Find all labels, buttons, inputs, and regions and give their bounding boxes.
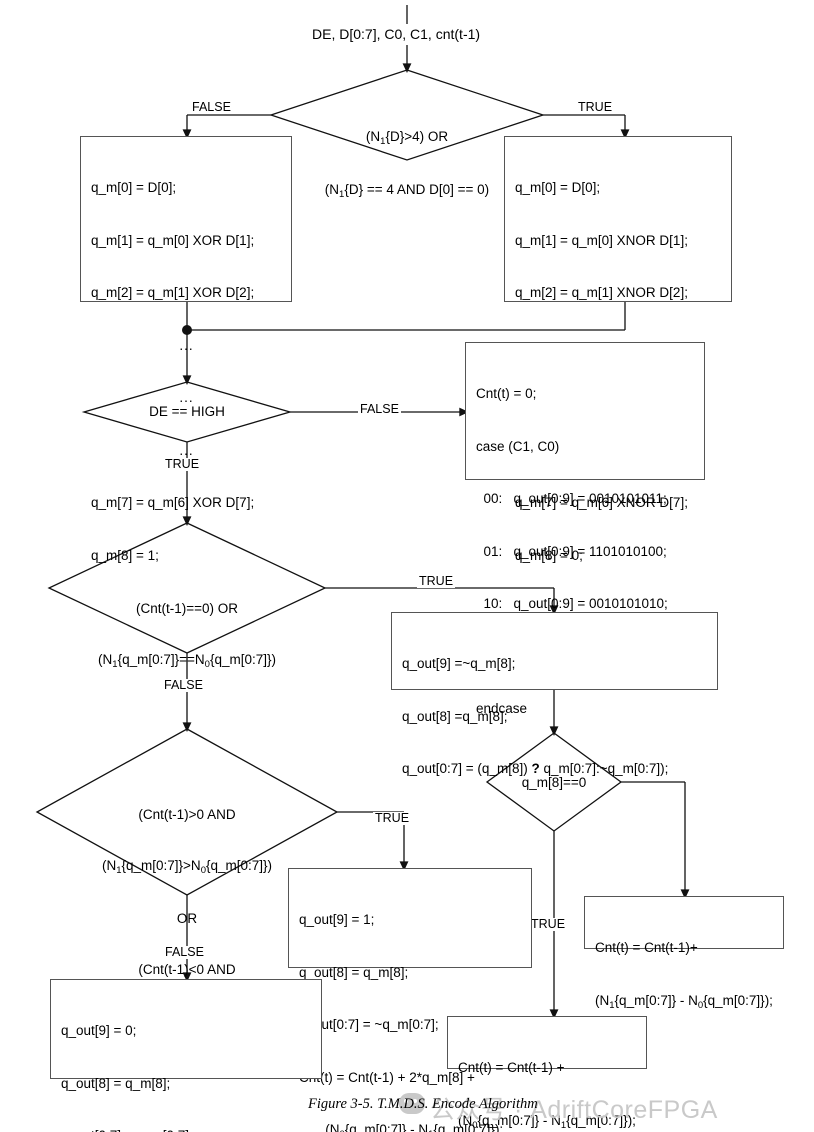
edge-label-d1-true: TRUE	[576, 100, 615, 114]
proc-line: q_out[0:7] = q_m[0:7];	[61, 1127, 312, 1132]
process-invert-out: q_out[9] = 1; q_out[8] = q_m[8]; q_out[0…	[288, 868, 532, 1132]
proc-line: q_out[9] =~q_m[8];	[402, 656, 516, 671]
proc-line: Cnt(t) = Cnt(t-1)+	[595, 940, 698, 955]
proc-line: endcase	[476, 701, 528, 716]
figure-caption: Figure 3-5. T.M.D.S. Encode Algorithm	[308, 1096, 538, 1112]
wechat-badge-icon	[399, 1093, 425, 1114]
proc-line: q_m[8] = 0;	[515, 547, 583, 563]
decision-xor-select-label: (N1{D}>4) OR (N1{D} == 4 AND D[0] == 0)	[287, 94, 527, 234]
decision-xor-select-line2: (N1{D} == 4 AND D[0] == 0)	[324, 182, 490, 200]
decision-cnt-sign-line3: OR	[176, 911, 198, 926]
input-signals-label: DE, D[0:7], C0, C1, cnt(t-1)	[312, 26, 481, 42]
watermark-text: 公众号 · AdriftCoreFPGA	[430, 1096, 718, 1124]
decision-cnt-sign-line1: (Cnt(t-1)>0 AND	[138, 807, 236, 822]
decision-cnt-zero-line1: (Cnt(t-1)==0) OR	[135, 601, 239, 616]
process-noninvert-out: q_out[9] = 0; q_out[8] = q_m[8]; q_out[0…	[50, 979, 322, 1132]
process-xnor-block: q_m[0] = D[0]; q_m[1] = q_m[0] XNOR D[1]…	[504, 136, 732, 563]
process-xor-block: q_m[0] = D[0]; q_m[1] = q_m[0] XOR D[1];…	[80, 136, 292, 563]
proc-line: Cnt(t) = 0;	[476, 386, 537, 401]
proc-line: q_out[8] = q_m[8];	[299, 964, 409, 980]
proc-line: ...	[179, 390, 194, 405]
proc-line: Cnt(t) = Cnt(t-1) +	[458, 1060, 565, 1075]
edge-label-d1-false: FALSE	[190, 100, 233, 114]
decision-cnt-sign-line4: (Cnt(t-1)<0 AND	[138, 962, 236, 977]
proc-line: (N0{q_m[0:7]} - N1{q_m[0:7]});	[458, 1112, 636, 1131]
proc-line: ...	[179, 337, 194, 353]
proc-line: q_m[2] = q_m[1] XOR D[2];	[91, 285, 255, 300]
proc-line: q_m[7] = q_m[6] XOR D[7];	[91, 495, 255, 510]
proc-line: 00: q_out[0:9] = 0010101011;	[476, 491, 667, 506]
proc-line: q_m[0] = D[0];	[515, 180, 601, 195]
proc-line: ...	[179, 442, 194, 458]
proc-line: q_out[9] = 1;	[299, 912, 375, 927]
proc-line: q_out[0:7] = (q_m[8]) ? q_m[0:7]:~q_m[0:…	[402, 761, 669, 776]
proc-line: q_m[0] = D[0];	[91, 180, 177, 195]
decision-cnt-zero-line2: (N1{q_m[0:7]}==N0{q_m[0:7]})	[98, 652, 276, 670]
proc-line: case (C1, C0)	[476, 438, 560, 454]
edge-label-d3-true: TRUE	[417, 574, 456, 588]
edge-label-d4-true: TRUE	[373, 811, 412, 825]
process-control-case: Cnt(t) = 0; case (C1, C0) 00: q_out[0:9]…	[465, 342, 705, 716]
process-cnt-plus: Cnt(t) = Cnt(t-1)+ (N1{q_m[0:7]} - N0{q_…	[584, 896, 784, 1011]
edge-label-d5-true: TRUE	[529, 917, 568, 931]
proc-line: q_out[9] = 0;	[61, 1023, 137, 1038]
proc-line: q_m[7] = q_m[6] XNOR D[7];	[515, 495, 688, 510]
edge-label-d3-false: FALSE	[162, 678, 205, 692]
proc-line: q_m[1] = q_m[0] XOR D[1];	[91, 232, 255, 248]
proc-line: 10: q_out[0:9] = 0010101010;	[476, 596, 668, 611]
edge-label-d4-false: FALSE	[163, 945, 206, 959]
proc-line: q_m[8] = 1;	[91, 547, 159, 563]
edge-label-d2-false: FALSE	[358, 402, 401, 416]
proc-line: q_m[2] = q_m[1] XNOR D[2];	[515, 285, 688, 300]
proc-line: q_out[8] =q_m[8];	[402, 708, 508, 724]
proc-line: (N1{q_m[0:7]} - N0{q_m[0:7]});	[595, 992, 773, 1011]
edge-label-d2-true: TRUE	[163, 457, 202, 471]
proc-line: (N0{q_m[0:7]} - N1{q_m[0:7]});	[299, 1122, 504, 1132]
proc-line: q_m[1] = q_m[0] XNOR D[1];	[515, 232, 688, 248]
process-cnt-minus: Cnt(t) = Cnt(t-1) + (N0{q_m[0:7]} - N1{q…	[447, 1016, 647, 1131]
decision-xor-select-line1: (N1{D}>4) OR	[365, 129, 449, 147]
proc-line: 01: q_out[0:9] = 1101010100;	[476, 543, 667, 559]
proc-line: q_out[8] = q_m[8];	[61, 1075, 171, 1091]
process-balanced-out: q_out[9] =~q_m[8]; q_out[8] =q_m[8]; q_o…	[391, 612, 718, 776]
decision-cnt-sign-line2: (N1{q_m[0:7]}>N0{q_m[0:7]})	[101, 858, 273, 876]
